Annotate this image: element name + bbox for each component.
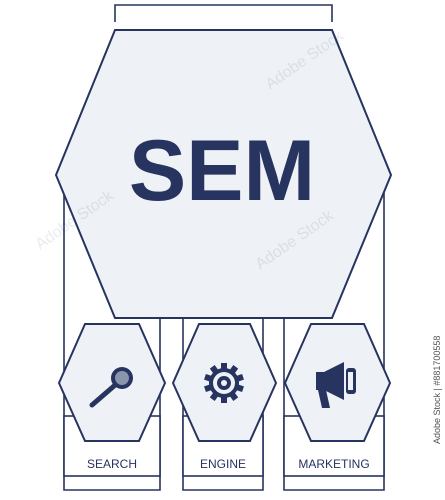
magnifier-icon <box>89 367 133 408</box>
label-engine: ENGINE <box>200 457 246 471</box>
label-marketing: MARKETING <box>298 457 369 471</box>
label-search: SEARCH <box>87 457 137 471</box>
gear-icon <box>204 363 244 403</box>
megaphone-icon <box>316 362 356 408</box>
main-hexagon <box>54 29 393 319</box>
gear-tooth <box>221 395 227 403</box>
main-title: SEM <box>129 123 315 219</box>
gear-tooth <box>221 363 227 371</box>
stock-id-strip: Adobe Stock | #881700558 <box>432 335 442 445</box>
